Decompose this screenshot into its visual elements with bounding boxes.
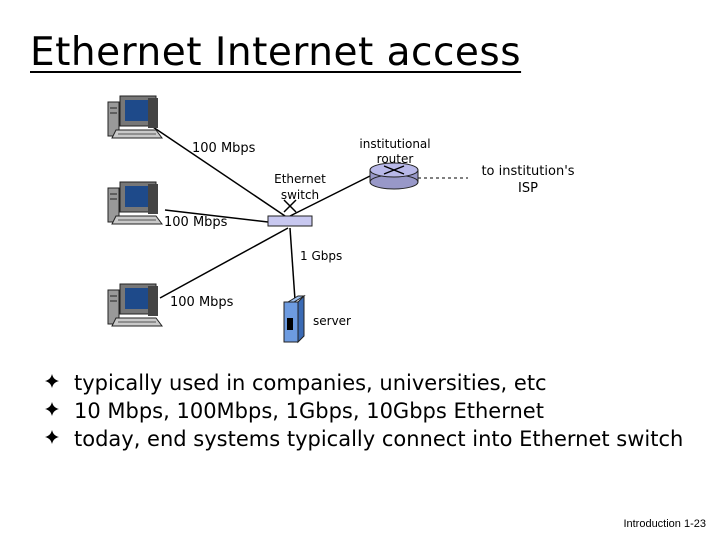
link-label-host3: 100 Mbps [170,295,234,310]
bullet-text: typically used in companies, universitie… [74,371,547,395]
bullet-diamond-icon [45,430,59,444]
router-label-line2: router [377,152,414,166]
host-computer-1 [107,95,163,139]
link-host3-switch [159,227,289,299]
link-label-host1: 100 Mbps [192,141,256,156]
switch-label-line1: Ethernet [274,172,326,186]
bullet-diamond-icon [45,374,59,388]
host-computer-3 [107,283,163,327]
server-label: server [313,314,351,328]
link-host1-switch [149,124,289,219]
bullet-item: typically used in companies, universitie… [44,370,694,396]
link-switch-server [289,227,296,301]
link-host2-switch [164,209,269,223]
bullet-text: today, end systems typically connect int… [74,427,684,451]
bullet-list: typically used in companies, universitie… [44,370,694,454]
bullet-item: 10 Mbps, 100Mbps, 1Gbps, 10Gbps Ethernet [44,398,694,424]
slide-title: Ethernet Internet access [30,30,522,75]
switch-label-line2: switch [281,188,319,202]
bullet-text: 10 Mbps, 100Mbps, 1Gbps, 10Gbps Ethernet [74,399,544,423]
server-icon [283,294,306,344]
link-label-host2: 100 Mbps [164,215,228,230]
router-icon [369,162,419,190]
isp-label-line2: ISP [518,181,538,196]
isp-label-line1: to institution's [481,164,574,179]
link-label-server: 1 Gbps [300,249,342,263]
ethernet-switch-icon [267,199,313,227]
slide-footer: Introduction 1-23 [623,518,706,530]
network-diagram: 100 Mbps 100 Mbps 100 Mbps Ethernet swit… [107,95,575,344]
bullet-diamond-icon [45,402,59,416]
host-computer-2 [107,181,163,225]
link-switch-router [289,175,371,217]
bullet-item: today, end systems typically connect int… [44,426,694,452]
router-label-line1: institutional [359,137,430,151]
